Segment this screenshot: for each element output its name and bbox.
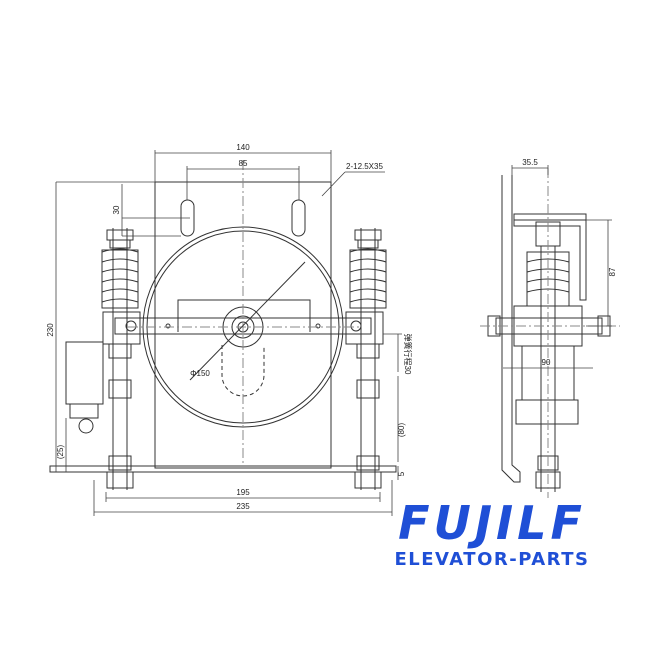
left-bracket — [102, 311, 141, 345]
dim-slot-offset: 30 — [112, 205, 121, 214]
pin-right — [315, 323, 321, 329]
brand-tagline: ELEVATOR-PARTS — [394, 549, 590, 570]
side-view — [480, 168, 620, 498]
side-top-plate — [513, 213, 587, 221]
hidden-slot — [221, 345, 265, 397]
side-top-bracket — [513, 214, 587, 301]
side-dimensions — [503, 165, 612, 369]
dim-slot-spacing: 85 — [239, 159, 248, 168]
dim-base-thickness: 5 — [397, 471, 406, 476]
dim-side-width: 90 — [542, 358, 551, 367]
dim-top-width: 140 — [236, 143, 250, 152]
dimension-labels: 140 85 2-12.5X35 30 230 Φ150 弹簧行程30 (80)… — [46, 143, 617, 511]
dim-wheel-diameter: Φ150 — [190, 369, 210, 378]
right-spring — [349, 228, 387, 490]
dim-side-height: 87 — [608, 267, 617, 276]
limit-switch — [65, 341, 104, 434]
diameter-leader — [189, 261, 306, 381]
dim-lower-height: (80) — [397, 423, 406, 438]
slot-right — [291, 199, 306, 237]
side-switch — [515, 399, 579, 425]
dim-base-width: 235 — [236, 502, 250, 511]
right-bracket — [345, 311, 384, 345]
left-spring — [101, 228, 139, 490]
bolt-right — [350, 320, 362, 332]
dim-spring-stroke: 弹簧行程30 — [403, 334, 413, 375]
base-plate — [49, 465, 397, 473]
front-dimensions — [55, 150, 402, 516]
bolt-left — [125, 320, 137, 332]
dim-hole-spacing: 195 — [236, 488, 250, 497]
dim-slot-note: 2-12.5X35 — [346, 162, 383, 171]
arm-bracket — [177, 299, 311, 332]
brand-logo: FUJILF — [398, 496, 586, 550]
dim-side-top: 35.5 — [522, 158, 538, 167]
front-view — [49, 160, 397, 490]
side-frame — [501, 175, 521, 483]
dim-switch-offset: (25) — [56, 445, 65, 460]
dim-total-height: 230 — [46, 323, 55, 337]
pin-left — [165, 323, 171, 329]
